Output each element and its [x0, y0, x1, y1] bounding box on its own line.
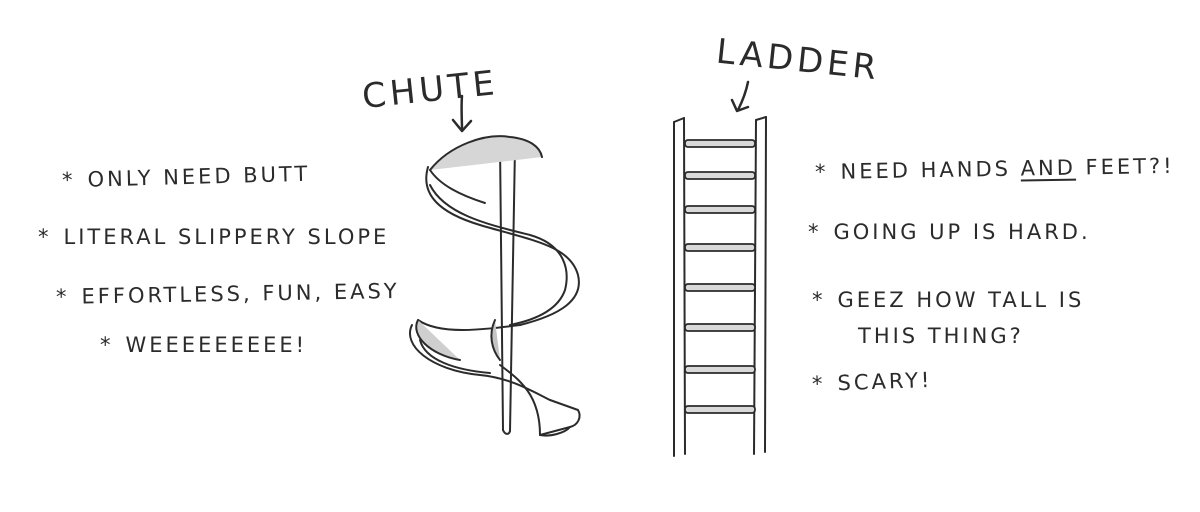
- bullet-star: *: [100, 333, 114, 357]
- bullet-star: *: [55, 284, 70, 309]
- ladder-note-1: * NEED HANDS AND FEET?!: [815, 154, 1175, 184]
- bullet-star: *: [61, 167, 76, 193]
- ladder-note-1-post: FEET?!: [1075, 153, 1175, 180]
- chute-note-4: * WEEEEEEEEE!: [100, 333, 307, 357]
- bullet-star: *: [38, 225, 52, 249]
- chute-note-3: * EFFORTLESS, FUN, EASY: [56, 279, 400, 309]
- ladder-note-4: * SCARY!: [812, 368, 933, 396]
- bullet-star: *: [811, 371, 826, 397]
- chute-note-1-text: ONLY NEED BUTT: [87, 161, 311, 192]
- chute-note-3-text: EFFORTLESS, FUN, EASY: [81, 279, 400, 309]
- ladder-note-2-text: GOING UP IS HARD.: [833, 220, 1091, 244]
- spiral-slide-illustration: [409, 135, 581, 437]
- chute-note-1: * ONLY NEED BUTT: [62, 162, 311, 192]
- chute-title: CHUTE: [360, 62, 501, 118]
- ladder-note-1-pre: NEED HANDS: [840, 156, 1021, 184]
- bullet-star: *: [808, 220, 822, 244]
- bullet-star: *: [814, 159, 829, 185]
- ladder-note-1-underlined: AND: [1020, 155, 1077, 181]
- ladder-arrow-icon: [730, 80, 750, 113]
- ladder-note-3: * GEEZ HOW TALL IS THIS THING?: [812, 282, 1084, 354]
- chute-arrow-icon: [451, 94, 473, 133]
- ladder-illustration: [673, 116, 767, 457]
- chute-note-2: * LITERAL SLIPPERY SLOPE: [38, 225, 389, 249]
- ladder-note-3-line-1: GEEZ HOW TALL IS: [837, 288, 1085, 312]
- chute-note-4-text: WEEEEEEEEE!: [125, 333, 308, 357]
- ladder-note-2: * GOING UP IS HARD.: [808, 220, 1091, 244]
- chute-note-2-text: LITERAL SLIPPERY SLOPE: [63, 225, 390, 249]
- bullet-star: *: [812, 288, 826, 312]
- ladder-note-4-text: SCARY!: [837, 367, 933, 396]
- ladder-note-3-line-2: THIS THING?: [858, 324, 1024, 348]
